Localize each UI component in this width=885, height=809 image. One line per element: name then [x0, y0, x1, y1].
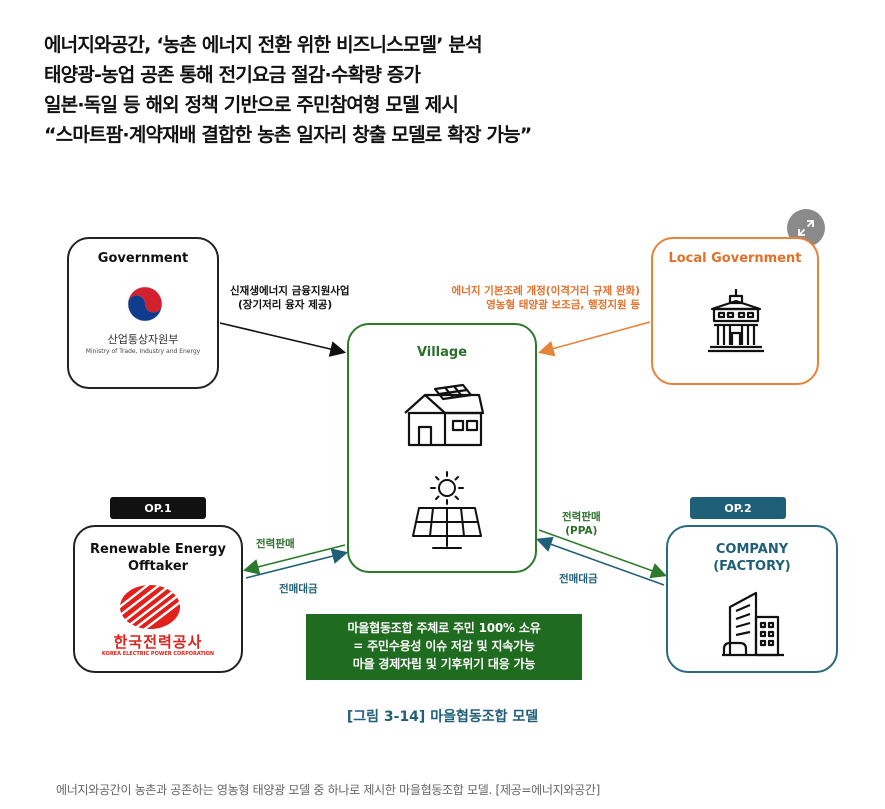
renewable-title-line2: Offtaker — [127, 559, 189, 574]
company-box: COMPANY (FACTORY) — [666, 525, 838, 673]
kepco-logo-icon — [117, 583, 183, 631]
government-box: Government 산업통상자원부 Ministry of Trade, In… — [67, 237, 219, 389]
kepco-logo-text: 한국전력공사 — [113, 633, 203, 651]
arrow-village-to-offtaker — [242, 544, 346, 575]
government-emblem-icon — [127, 286, 163, 322]
renewable-offtaker-box: Renewable Energy Offtaker 한국전력공사 KOREA E… — [73, 525, 243, 673]
kepco-logo-subtext: KOREA ELECTRIC POWER CORPORATION — [101, 651, 215, 657]
local-support-label: 에너지 기본조례 개정(이격거리 규제 완화) 영농형 태양광 보조금, 행정지… — [452, 284, 640, 312]
arrow-local-to-village — [537, 321, 651, 357]
renewable-offtaker-title: Renewable Energy Offtaker — [75, 541, 241, 575]
arrow-offtaker-to-village — [245, 548, 349, 579]
city-hall-icon — [708, 289, 764, 353]
government-org-ko: 산업통상자원부 — [107, 333, 179, 346]
right-power-sale-label: 전력판매 (PPA) — [562, 510, 601, 538]
arrow-gov-to-village — [219, 322, 347, 357]
government-title: Government — [97, 251, 189, 266]
left-payment-label: 전매대금 — [279, 583, 318, 595]
local-support-line1: 에너지 기본조례 개정(이격거리 규제 완화) — [451, 285, 640, 297]
village-title: Village — [416, 345, 468, 360]
government-support-line2: (장기저리 융자 제공) — [238, 299, 333, 311]
op1-badge: OP.1 — [110, 497, 206, 519]
government-org-en: Ministry of Trade, Industry and Energy — [85, 348, 201, 355]
summary-line: 마을협동조합 주체로 주민 100% 소유 — [347, 621, 541, 635]
op2-badge: OP.2 — [690, 497, 786, 519]
left-power-sale-label: 전력판매 — [256, 538, 295, 550]
summary-line: = 주민수용성 이슈 저감 및 지속가능 — [353, 639, 535, 653]
expand-icon — [798, 220, 814, 236]
right-power-sale-line2: (PPA) — [565, 525, 598, 537]
company-title-line1: COMPANY — [715, 542, 789, 557]
headline-line: “스마트팜·계약재배 결합한 농촌 일자리 창출 모델로 확장 가능” — [44, 124, 532, 146]
solar-panel-icon — [412, 471, 482, 549]
headline-line: 태양광-농업 공존 통해 전기요금 절감·수확량 증가 — [44, 64, 421, 86]
headline-line: 일본·독일 등 해외 정책 기반으로 주민참여형 모델 제시 — [44, 94, 459, 116]
village-box: Village — [347, 323, 537, 573]
right-payment-label: 전매대금 — [559, 573, 598, 585]
renewable-title-line1: Renewable Energy — [90, 542, 226, 557]
local-support-line2: 영농형 태양광 보조금, 행정지원 등 — [486, 299, 640, 311]
company-title-line2: (FACTORY) — [713, 559, 791, 574]
government-support-line1: 신재생에너지 금융지원사업 — [230, 285, 350, 297]
company-title: COMPANY (FACTORY) — [668, 541, 836, 575]
local-government-box: Local Government — [651, 237, 819, 385]
house-solar-icon — [404, 383, 485, 447]
local-government-title: Local Government — [668, 251, 802, 266]
government-support-label: 신재생에너지 금융지원사업 (장기저리 융자 제공) — [230, 284, 350, 312]
photo-caption: 에너지와공간이 농촌과 공존하는 영농형 태양광 모델 중 하나로 제시한 마을… — [56, 783, 600, 797]
arrow-village-to-company — [538, 529, 668, 579]
summary-line: 마을 경제자립 및 기후위기 대응 가능 — [352, 657, 536, 671]
headline-line: 에너지와공간, ‘농촌 에너지 전환 위한 비즈니스모델’ 분석 — [44, 34, 483, 56]
arrow-company-to-village — [535, 536, 665, 586]
figure-caption: [그림 3-14] 마을협동조합 모델 — [346, 709, 539, 725]
summary-box: 마을협동조합 주체로 주민 100% 소유 = 주민수용성 이슈 저감 및 지속… — [306, 614, 582, 680]
factory-building-icon — [722, 591, 784, 657]
headline: 에너지와공간, ‘농촌 에너지 전환 위한 비즈니스모델’ 분석 태양광-농업 … — [44, 30, 844, 150]
right-power-sale-line1: 전력판매 — [562, 511, 601, 523]
